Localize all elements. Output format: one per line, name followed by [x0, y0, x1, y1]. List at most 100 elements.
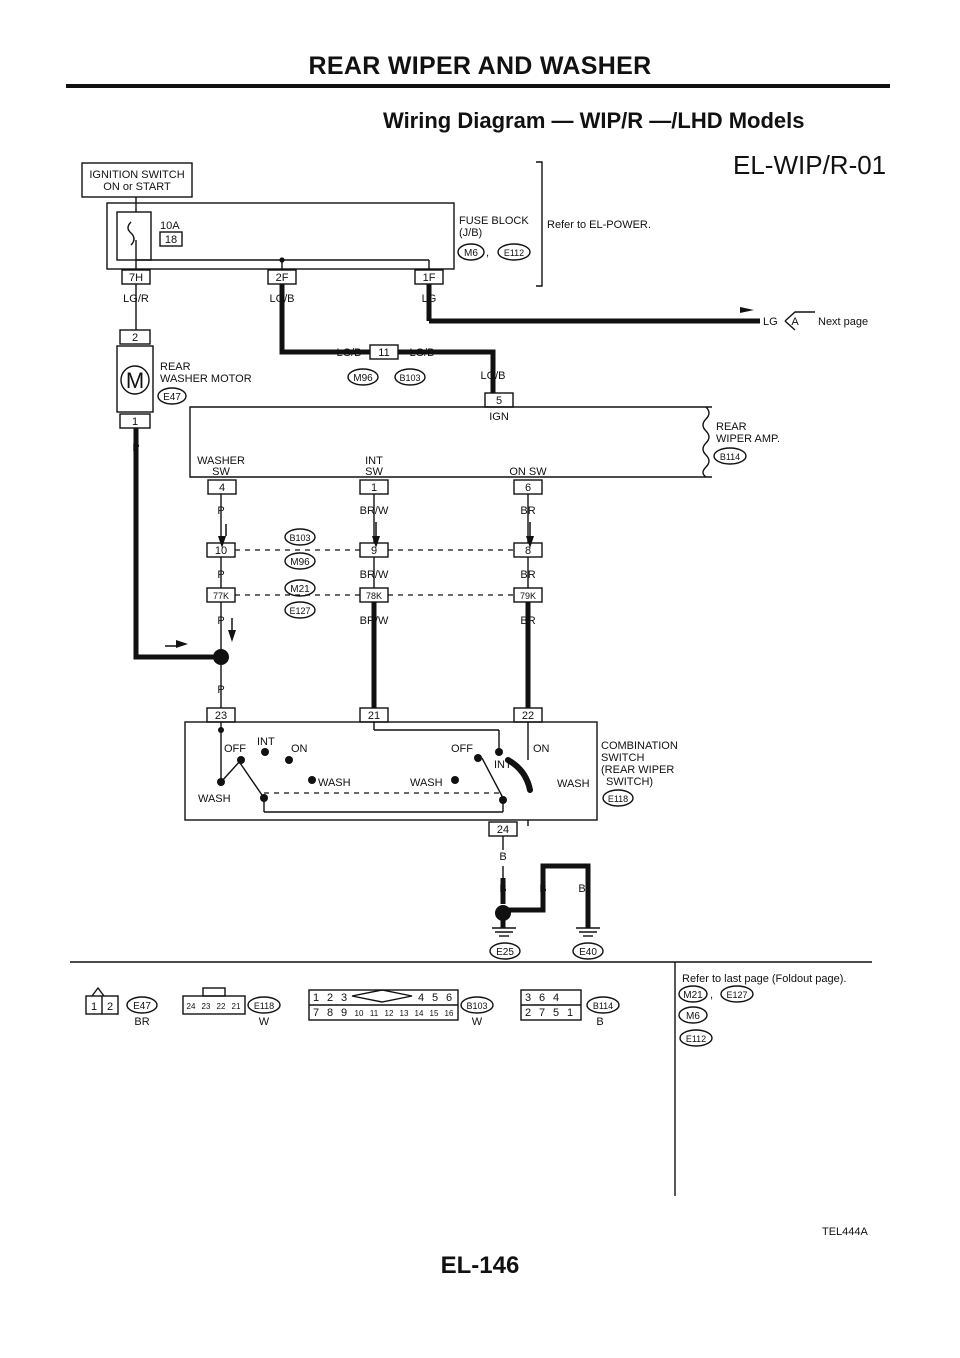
- combo-wash-1: WASH: [198, 793, 231, 805]
- header-rule: [66, 84, 890, 88]
- combo-conn: E118: [608, 794, 628, 804]
- b103-r2-9: 9: [341, 1007, 347, 1019]
- ignition-switch-box: [81, 162, 193, 198]
- ignition-label-2: ON or START: [103, 181, 171, 193]
- b103-r2-7: 7: [313, 1007, 319, 1019]
- e47-pin-2: 2: [107, 1001, 113, 1013]
- joint-conn-b103: B103: [399, 373, 420, 383]
- wire-lgb-right: LG/B: [409, 347, 434, 359]
- b103-r2-14: 14: [415, 1009, 424, 1018]
- b114-r2-1: 1: [567, 1007, 573, 1019]
- combo-wash-3: WASH: [410, 777, 443, 789]
- amp-int-1: INT: [365, 455, 383, 467]
- b103-id: B103: [466, 1001, 487, 1011]
- wire-lgb-top: LG/B: [269, 293, 294, 305]
- b114-id: B114: [593, 1001, 613, 1011]
- fuse-jb-label: (J/B): [459, 227, 482, 239]
- wire-p-3: P: [217, 615, 224, 627]
- refer-e112: E112: [686, 1034, 706, 1044]
- amp-name-1: REAR: [716, 421, 747, 433]
- combo-name-3: (REAR WIPER: [601, 764, 674, 776]
- motor-pin-bottom: 1: [132, 416, 138, 428]
- figure-reference: TEL444A: [822, 1226, 868, 1238]
- fuse-block-box: [106, 202, 455, 270]
- combo-pin-22: 22: [522, 710, 534, 722]
- amp-washer-2: SW: [212, 466, 230, 478]
- e118-pin-22: 22: [217, 1002, 226, 1011]
- amp-on-sw: ON SW: [509, 466, 547, 478]
- row2-conn-e127: E127: [289, 606, 310, 616]
- amp-conn: B114: [720, 452, 740, 462]
- b103-r2-12: 12: [385, 1009, 394, 1018]
- combo-off-left: OFF: [224, 743, 246, 755]
- wire-p-2: P: [217, 569, 224, 581]
- refer-power: Refer to EL-POWER.: [547, 219, 651, 231]
- diagram-title: Wiring Diagram — WIP/R —/LHD Models: [383, 108, 805, 133]
- wire-p-4: P: [217, 684, 224, 696]
- wire-lgb-left: LG/B: [336, 347, 361, 359]
- ground-e40: E40: [579, 947, 597, 958]
- wire-br-1: BR: [520, 505, 535, 517]
- row2-pin-c: 79K: [520, 591, 536, 601]
- e118-color: W: [259, 1016, 270, 1028]
- fuse-conn-m6: M6: [464, 248, 478, 259]
- amp-ign-label: IGN: [489, 411, 509, 423]
- refer-last-page: Refer to last page (Foldout page).: [682, 973, 846, 985]
- e47-id: E47: [133, 1001, 151, 1012]
- diagram-code: EL-WIP/R-01: [733, 150, 887, 180]
- ignition-label-1: IGNITION SWITCH: [89, 169, 184, 181]
- e118-id: E118: [254, 1001, 274, 1011]
- b114-r1-3: 3: [525, 992, 531, 1004]
- wire-br-3: BR: [520, 615, 535, 627]
- wire-p-motor: P: [132, 442, 139, 454]
- b103-r2-13: 13: [400, 1009, 409, 1018]
- b103-r2-10: 10: [355, 1009, 364, 1018]
- b103-r1-4: 4: [418, 992, 424, 1004]
- combo-off-right: OFF: [451, 743, 473, 755]
- amp-name-2: WIPER AMP.: [716, 433, 780, 445]
- motor-name-2: WASHER MOTOR: [160, 373, 252, 385]
- e118-pin-23: 23: [202, 1002, 211, 1011]
- wire-lgr: LG/R: [123, 293, 149, 305]
- b103-r2-16: 16: [445, 1009, 454, 1018]
- fuse-amps: 10A: [160, 220, 180, 232]
- b114-r2-2: 2: [525, 1007, 531, 1019]
- refer-e127: E127: [726, 990, 747, 1000]
- e47-pin-1: 1: [91, 1001, 97, 1013]
- b103-r1-3: 3: [341, 992, 347, 1004]
- refer-comma: ,: [710, 989, 713, 1001]
- combo-int-right: INT: [494, 759, 512, 771]
- combo-name-1: COMBINATION: [601, 740, 678, 752]
- row2-pin-b: 78K: [366, 591, 382, 601]
- b103-r1-1: 1: [313, 992, 319, 1004]
- row1-pin-b: 9: [371, 545, 377, 557]
- joint-conn-m96: M96: [353, 373, 373, 384]
- combo-name-4: SWITCH): [606, 776, 653, 788]
- motor-pin-top: 2: [132, 332, 138, 344]
- b114-r1-4: 4: [553, 992, 559, 1004]
- page-number: EL-146: [440, 1252, 520, 1279]
- combo-int-left: INT: [257, 736, 275, 748]
- next-letter: A: [791, 316, 799, 328]
- wire-p-1: P: [217, 505, 224, 517]
- b103-color: W: [472, 1016, 483, 1028]
- page-header: REAR WIPER AND WASHER: [308, 52, 652, 80]
- terminal-7h: 7H: [129, 272, 143, 284]
- b114-r1-6: 6: [539, 992, 545, 1004]
- row1-conn-m96: M96: [290, 557, 310, 568]
- wire-b-4: B: [578, 883, 585, 895]
- motor-conn: E47: [163, 392, 181, 403]
- b114-color: B: [596, 1016, 603, 1028]
- terminal-2f: 2F: [276, 272, 289, 284]
- wire-b-2: B: [499, 883, 506, 895]
- row1-pin-c: 8: [525, 545, 531, 557]
- row2-conn-m21: M21: [290, 584, 310, 595]
- b103-r2-11: 11: [370, 1009, 379, 1018]
- wire-b-3: B: [539, 883, 546, 895]
- amp-washer-1: WASHER: [197, 455, 245, 467]
- b103-r1-6: 6: [446, 992, 452, 1004]
- fuse-number: 18: [165, 234, 177, 246]
- combo-name-2: SWITCH: [601, 752, 644, 764]
- motor-name-1: REAR: [160, 361, 191, 373]
- fuse-block-label: FUSE BLOCK: [459, 215, 529, 227]
